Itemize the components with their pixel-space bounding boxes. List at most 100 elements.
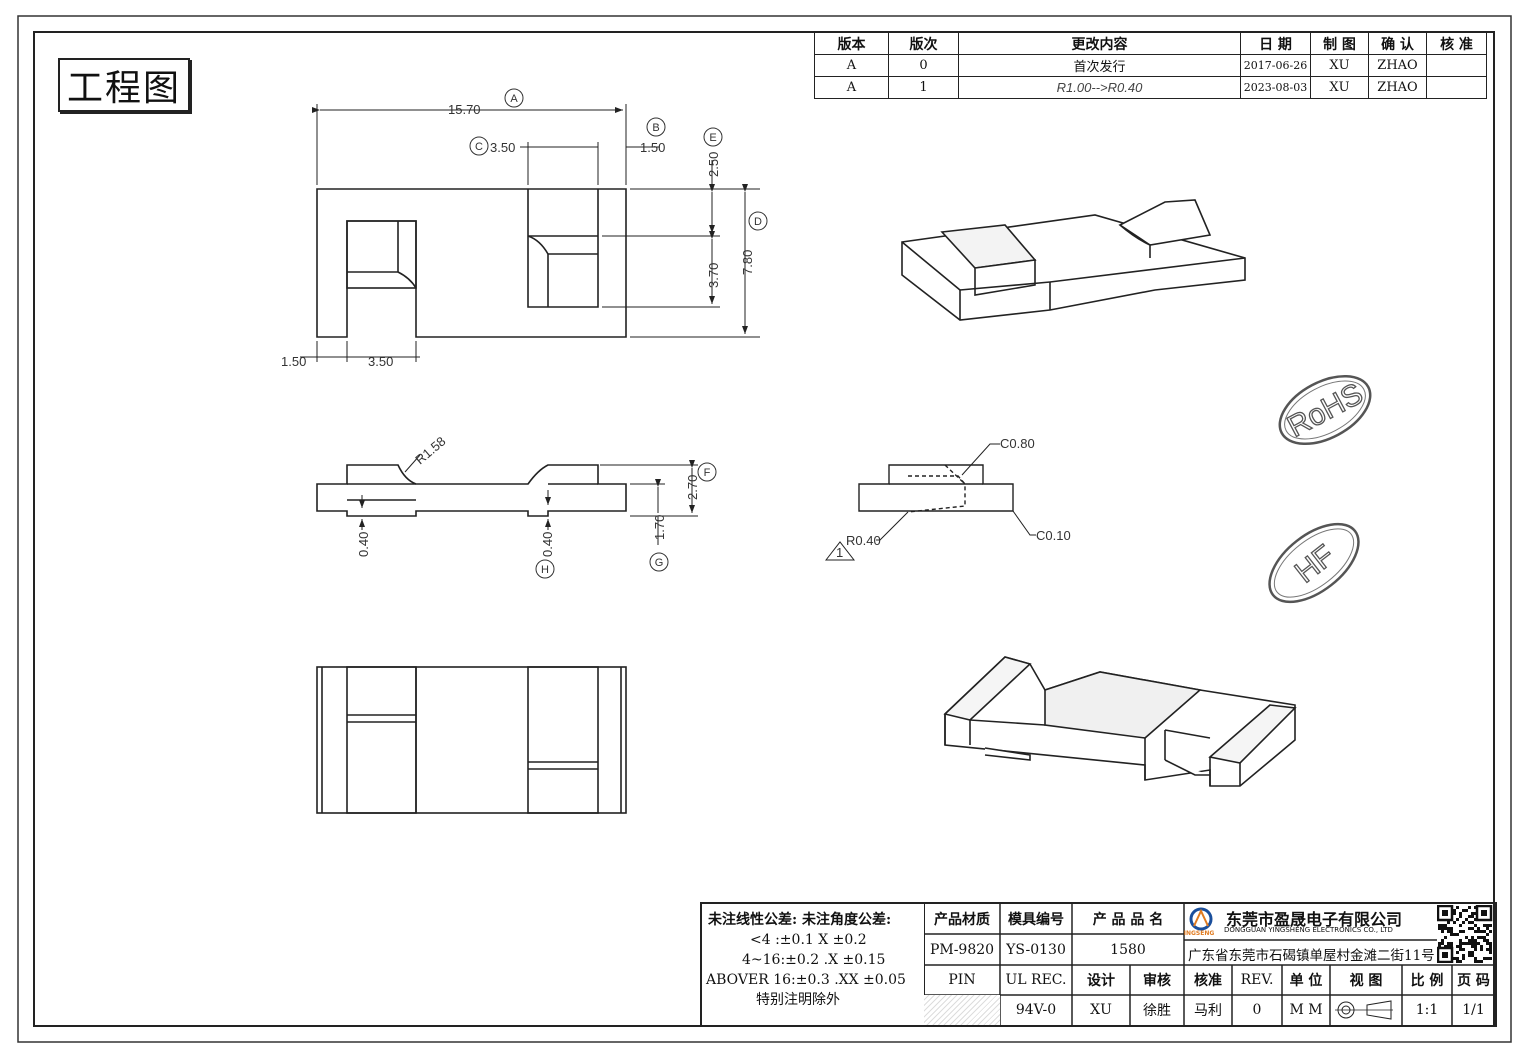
- company-address: 广东省东莞市石碣镇单屋村金滩二街11号: [1188, 948, 1435, 964]
- top-view-labels: 15.70 1.50 3.50 1.50 3.50 7.80 2.50 3.70: [281, 102, 755, 369]
- ul-rec-header: UL REC.: [1005, 972, 1067, 988]
- rev-header-date: 日 期: [1240, 32, 1311, 55]
- view-header: 视 图: [1349, 973, 1383, 989]
- logo-text: INGSENG: [1183, 930, 1215, 937]
- tolerance-line: 4~16:±0.2 .X ±0.15: [742, 952, 886, 968]
- inner-border: [33, 31, 1495, 1027]
- approver-value: 马利: [1194, 1003, 1222, 1019]
- dimension-label: 3.70: [706, 263, 721, 288]
- svg-text:H: H: [541, 564, 549, 576]
- material-value: PM-9820: [929, 941, 995, 958]
- rev-value: 0: [1252, 1002, 1262, 1018]
- drawing-title: 工程图: [58, 58, 190, 112]
- dimension-label: 0.40: [540, 532, 555, 557]
- rev-cell: [1426, 76, 1487, 99]
- rev-cell: ZHAO: [1368, 76, 1427, 99]
- title-block: 未注线性公差: 未注角度公差: <4 :±0.1 X ±0.2 4~16:±0.…: [700, 902, 1497, 1027]
- dimension-label: 3.50: [490, 140, 515, 155]
- rev-cell: [1426, 54, 1487, 77]
- revision-row: A 0 首次发行 2017-06-26 XU ZHAO: [814, 54, 1487, 77]
- dimension-label: HF: [1289, 539, 1341, 590]
- hf-stamp: HF: [1268, 522, 1360, 604]
- dimension-label: C0.80: [1000, 436, 1035, 451]
- dimension-letter-a: A: [504, 88, 524, 108]
- dimension-label: 1.50: [640, 140, 665, 155]
- rev-cell: A: [814, 76, 889, 99]
- rev-header-approve: 核 准: [1426, 32, 1487, 55]
- mold-number-header: 模具编号: [1008, 912, 1064, 928]
- dimension-label: 3.50: [368, 354, 393, 369]
- pin-header: PIN: [948, 972, 976, 988]
- detail-labels: C0.80 C0.10 R0.40 1: [836, 436, 1071, 560]
- dimension-label: 15.70: [448, 102, 481, 117]
- tolerance-note: 特别注明除外: [756, 992, 840, 1008]
- top-view-dims: [300, 104, 760, 362]
- designer-value: XU: [1090, 1002, 1112, 1018]
- detail-leaders: [824, 443, 1036, 561]
- dimension-letter-b: B: [646, 117, 666, 137]
- svg-text:G: G: [655, 557, 664, 569]
- product-name-value: 1580: [1110, 941, 1146, 958]
- dimension-label: 0.40: [356, 532, 371, 557]
- dimension-label: 1.50: [281, 354, 306, 369]
- tolerance-line: <4 :±0.1 X ±0.2: [750, 932, 867, 948]
- dimension-letter-f: F: [697, 462, 717, 482]
- side-view: [316, 464, 627, 517]
- rev-cell: ZHAO: [1368, 54, 1427, 77]
- tolerance-line: ABOVER 16:±0.3 .XX ±0.05: [706, 972, 906, 988]
- rev-header: REV.: [1240, 972, 1274, 988]
- dimension-letter-h: H: [535, 559, 555, 579]
- dimension-letter-c: C: [469, 136, 489, 156]
- page-header: 页 码: [1457, 973, 1490, 989]
- svg-text:C: C: [475, 141, 483, 153]
- product-name-header: 产 品 品 名: [1092, 912, 1164, 928]
- rev-cell: A: [814, 54, 889, 77]
- side-view-labels: R1.58 2.70 1.70 0.40 0.40: [356, 434, 700, 557]
- page-value: 1/1: [1462, 1002, 1485, 1018]
- bottom-view: [316, 666, 627, 814]
- rev-cell: 0: [888, 54, 959, 77]
- ul-rec-value: 94V-0: [1015, 1002, 1057, 1018]
- approve-header: 核准: [1194, 973, 1222, 989]
- rev-cell: XU: [1310, 54, 1369, 77]
- tolerance-notes: 未注线性公差: 未注角度公差: <4 :±0.1 X ±0.2 4~16:±0.…: [702, 904, 925, 1025]
- svg-text:B: B: [652, 122, 659, 134]
- rev-header-version: 版本: [814, 32, 889, 55]
- mold-number-value: YS-0130: [1006, 941, 1066, 958]
- rev-cell: R1.00-->R0.40: [958, 76, 1241, 99]
- pin-value: [924, 995, 1000, 1025]
- dimension-label: RoHS: [1282, 377, 1368, 444]
- tolerance-title: 未注线性公差: 未注角度公差:: [708, 912, 892, 928]
- svg-text:F: F: [704, 467, 711, 479]
- rev-cell: 2023-08-03: [1240, 76, 1311, 99]
- rev-cell: 2017-06-26: [1240, 54, 1311, 77]
- svg-text:D: D: [754, 216, 762, 228]
- rev-cell: 1: [888, 76, 959, 99]
- rev-header-change: 更改内容: [958, 32, 1241, 55]
- dimension-label: 1.70: [652, 515, 667, 540]
- iso-view-top: [901, 199, 1246, 321]
- revision-table: 版本 版次 更改内容 日 期 制 图 确 认 核 准 A 0 首次发行 2017…: [814, 32, 1487, 99]
- projection-symbol: [1330, 995, 1402, 1025]
- dimension-letter-g: G: [649, 552, 669, 572]
- rev-cell: XU: [1310, 76, 1369, 99]
- outer-border: [17, 15, 1512, 1043]
- company-name-en: DONGGUAN YINGSHENG ELECTRONICS CO., LTD: [1224, 926, 1393, 934]
- dimension-label: C0.10: [1036, 528, 1071, 543]
- svg-text:A: A: [510, 93, 518, 105]
- rev-header-drawn: 制 图: [1310, 32, 1369, 55]
- rohs-stamp: RoHS: [1278, 374, 1372, 446]
- scale-value: 1:1: [1415, 1002, 1439, 1018]
- dimension-label: R1.58: [412, 434, 448, 468]
- design-header: 设计: [1087, 973, 1115, 989]
- unit-value: M M: [1289, 1002, 1323, 1018]
- top-view: [316, 188, 627, 338]
- dimension-label: R0.40: [846, 533, 881, 548]
- rev-cell: 首次发行: [958, 54, 1241, 77]
- company-logo: [1186, 906, 1216, 936]
- detail-view: [858, 464, 1014, 513]
- dimension-label: 2.50: [706, 152, 721, 177]
- company-name: 东莞市盈晟电子有限公司: [1226, 910, 1403, 929]
